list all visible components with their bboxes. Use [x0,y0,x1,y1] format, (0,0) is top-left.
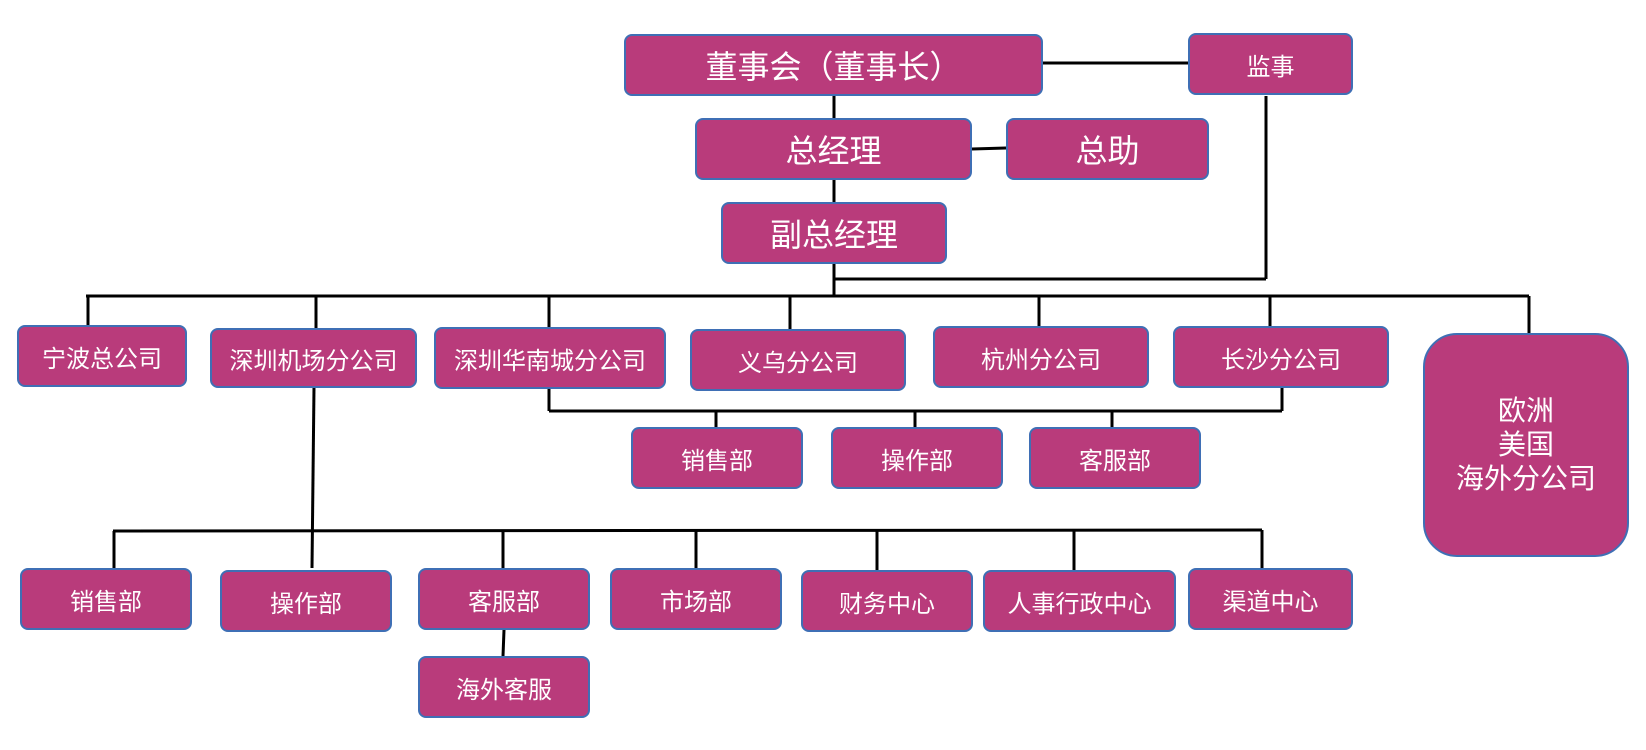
overseas-line-branch: 海外分公司 [1455,462,1596,495]
general-manager-box: 总经理 [695,118,972,180]
airport-dept-operations-label: 操作部 [270,589,342,618]
airport-dept-operations: 操作部 [220,570,392,632]
branch-ningbo-label: 宁波总公司 [42,344,162,373]
branch-ningbo: 宁波总公司 [17,325,187,387]
overseas-line-europe: 欧洲 [1497,394,1554,427]
airport-dept-hr-admin-label: 人事行政中心 [1007,589,1152,618]
branch-changsha-label: 长沙分公司 [1221,345,1341,374]
airport-dept-overseas-cs-label: 海外客服 [456,675,552,704]
airport-dept-hr-admin: 人事行政中心 [983,570,1176,632]
airport-dept-sales-label: 销售部 [70,587,142,616]
board-box: 董事会（董事长） [624,34,1043,96]
vice-general-manager-box: 副总经理 [721,202,947,264]
airport-dept-channel: 渠道中心 [1188,568,1353,630]
supervisor-box: 监事 [1188,33,1353,95]
supervisor-label: 监事 [1246,52,1295,81]
airport-dept-customer-service-label: 客服部 [468,587,540,616]
branch-yiwu-label: 义乌分公司 [738,348,858,377]
airport-dept-customer-service: 客服部 [418,568,590,630]
airport-dept-finance: 财务中心 [801,570,973,632]
dept-operations: 操作部 [831,427,1003,489]
board-label: 董事会（董事长） [705,48,962,86]
dept-operations-label: 操作部 [881,446,953,475]
airport-dept-sales: 销售部 [20,568,192,630]
airport-dept-overseas-cs: 海外客服 [418,656,590,718]
overseas-line-usa: 美国 [1497,428,1554,461]
airport-dept-marketing-label: 市场部 [660,587,732,616]
airport-dept-marketing: 市场部 [610,568,782,630]
branch-hangzhou: 杭州分公司 [933,326,1149,388]
airport-dept-channel-label: 渠道中心 [1222,587,1319,616]
dept-customer-service-label: 客服部 [1079,446,1151,475]
general-manager-label: 总经理 [785,132,882,170]
branch-shenzhen-airport: 深圳机场分公司 [210,328,417,388]
branch-shenzhen-airport-label: 深圳机场分公司 [229,346,398,375]
assistant-box: 总助 [1006,118,1209,180]
branch-shenzhen-huanan-label: 深圳华南城分公司 [454,346,646,375]
branch-overseas: 欧洲 美国 海外分公司 [1423,333,1629,557]
airport-dept-finance-label: 财务中心 [839,589,935,618]
branch-changsha: 长沙分公司 [1173,326,1389,388]
branch-shenzhen-huanan: 深圳华南城分公司 [434,327,666,389]
dept-sales: 销售部 [631,427,803,489]
assistant-label: 总助 [1075,132,1140,170]
dept-customer-service: 客服部 [1029,427,1201,489]
dept-sales-label: 销售部 [681,446,753,475]
branch-yiwu: 义乌分公司 [690,329,906,391]
vice-general-manager-label: 副总经理 [769,216,898,254]
branch-hangzhou-label: 杭州分公司 [981,345,1101,374]
